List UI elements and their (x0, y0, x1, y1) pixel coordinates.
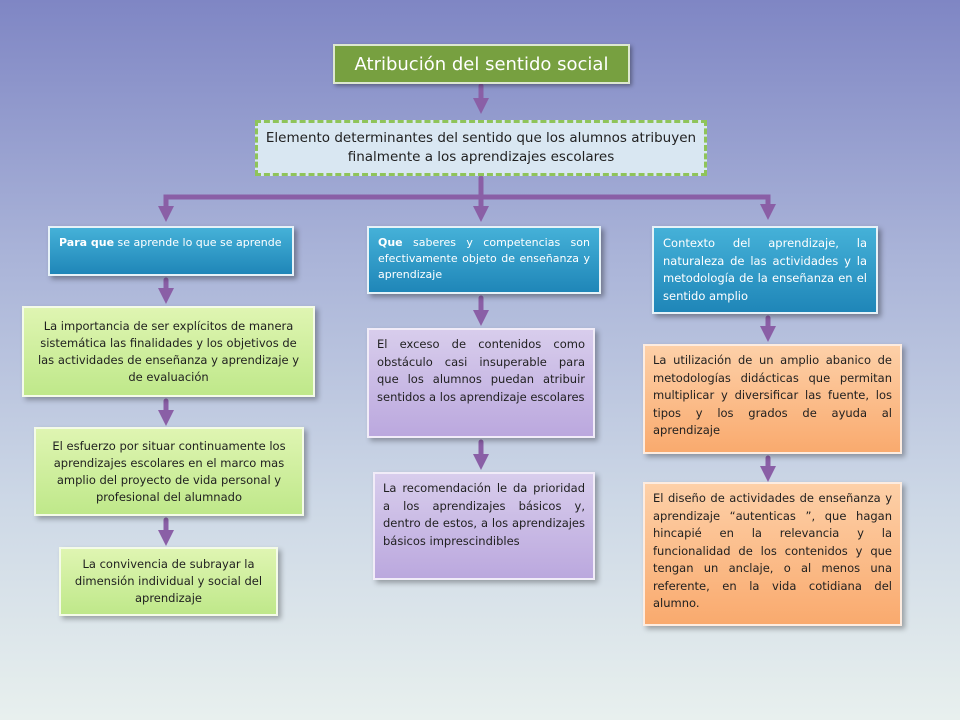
node-col1-item1: La importancia de ser explícitos de mane… (22, 306, 315, 397)
node-col2-item1: El exceso de contenidos como obstáculo c… (367, 328, 595, 438)
node-col3-item2: El diseño de actividades de enseñanza y … (643, 482, 902, 626)
node-text: La recomendación le da prioridad a los a… (383, 481, 585, 548)
node-text: La convivencia de subrayar la dimensión … (74, 557, 263, 605)
node-col3-item1: La utilización de un amplio abanico de m… (643, 344, 902, 454)
column-header-bold: Para que (59, 236, 115, 249)
column-header-text: se aprende lo que se aprende (114, 236, 282, 249)
subtitle-box: Elemento determinantes del sentido que l… (255, 120, 707, 176)
subtitle-text: Elemento determinantes del sentido que l… (265, 130, 697, 165)
node-text: La utilización de un amplio abanico de m… (653, 353, 892, 437)
column-header-para-que: Para que se aprende lo que se aprende (48, 226, 294, 276)
column-header-text: saberes y competencias son efectivamente… (378, 236, 590, 281)
node-col2-item2: La recomendación le da prioridad a los a… (373, 472, 595, 580)
column-header-bold: Que (378, 236, 403, 249)
node-col1-item3: La convivencia de subrayar la dimensión … (59, 547, 278, 616)
node-text: El diseño de actividades de enseñanza y … (653, 491, 892, 610)
node-text: El esfuerzo por situar continuamente los… (52, 438, 286, 504)
node-text: El exceso de contenidos como obstáculo c… (377, 337, 585, 404)
column-header-contexto: Contexto del aprendizaje, la naturaleza … (652, 226, 878, 314)
branch-bar (163, 194, 777, 221)
title-box: Atribución del sentido social (333, 44, 630, 84)
column-header-que: Que saberes y competencias son efectivam… (367, 226, 601, 294)
node-col1-item2: El esfuerzo por situar continuamente los… (34, 427, 304, 516)
title-text: Atribución del sentido social (354, 53, 609, 75)
node-text: La importancia de ser explícitos de mane… (37, 318, 300, 384)
column-header-text: Contexto del aprendizaje, la naturaleza … (663, 236, 867, 303)
